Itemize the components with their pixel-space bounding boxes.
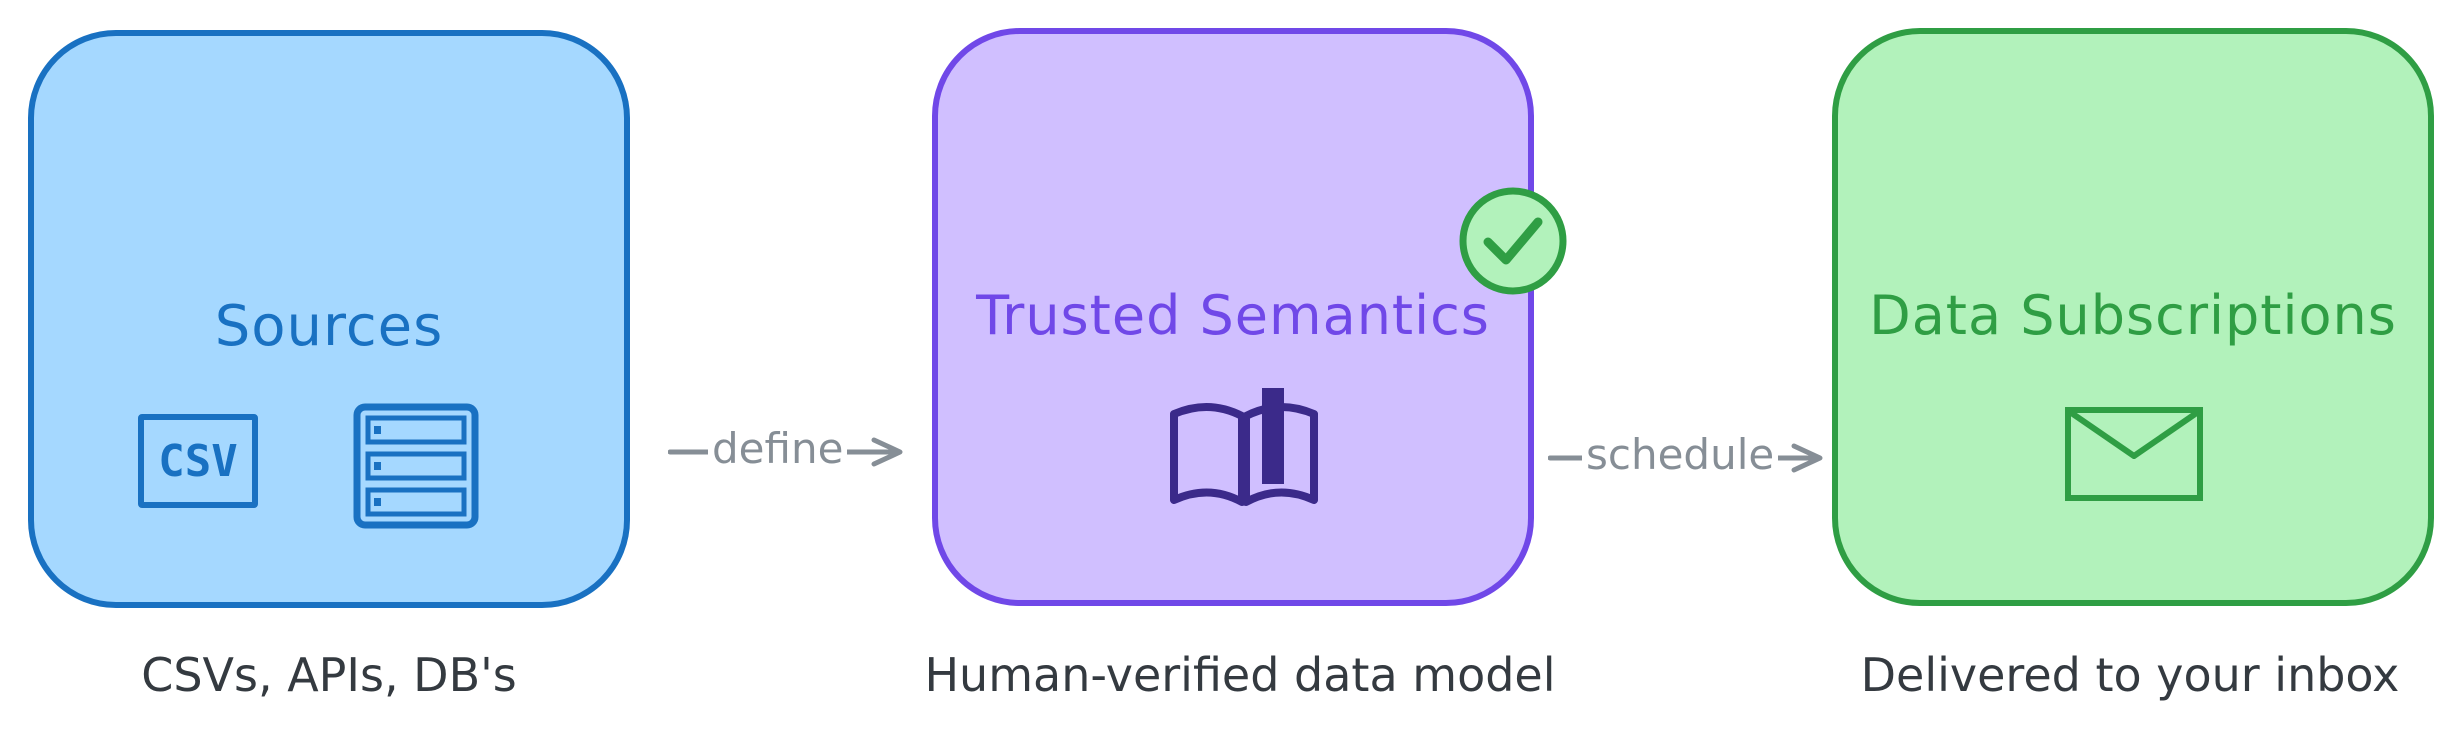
sources-title: Sources bbox=[214, 294, 444, 359]
data-subscriptions-caption: Delivered to your inbox bbox=[1860, 648, 2400, 702]
define-connector: define bbox=[668, 424, 908, 484]
trusted-semantics-title: Trusted Semantics bbox=[976, 284, 1490, 347]
csv-file-icon: CSV bbox=[138, 414, 258, 508]
data-subscriptions-title: Data Subscriptions bbox=[1869, 284, 2397, 347]
trusted-semantics-caption: Human-verified data model bbox=[924, 648, 1556, 702]
schedule-label: schedule bbox=[1582, 430, 1779, 479]
check-badge-icon bbox=[1459, 187, 1567, 295]
data-subscriptions-box: Data Subscriptions bbox=[1832, 28, 2434, 606]
define-label: define bbox=[708, 424, 848, 473]
schedule-connector: schedule bbox=[1548, 430, 1828, 490]
database-icon bbox=[353, 403, 479, 529]
csv-icon-text: CSV bbox=[158, 435, 238, 487]
sources-caption: CSVs, APIs, DB's bbox=[141, 648, 517, 702]
mail-icon bbox=[2065, 407, 2203, 501]
sources-box: Sources CSV bbox=[28, 30, 630, 608]
book-icon bbox=[1170, 388, 1318, 506]
trusted-semantics-box: Trusted Semantics bbox=[932, 28, 1534, 606]
